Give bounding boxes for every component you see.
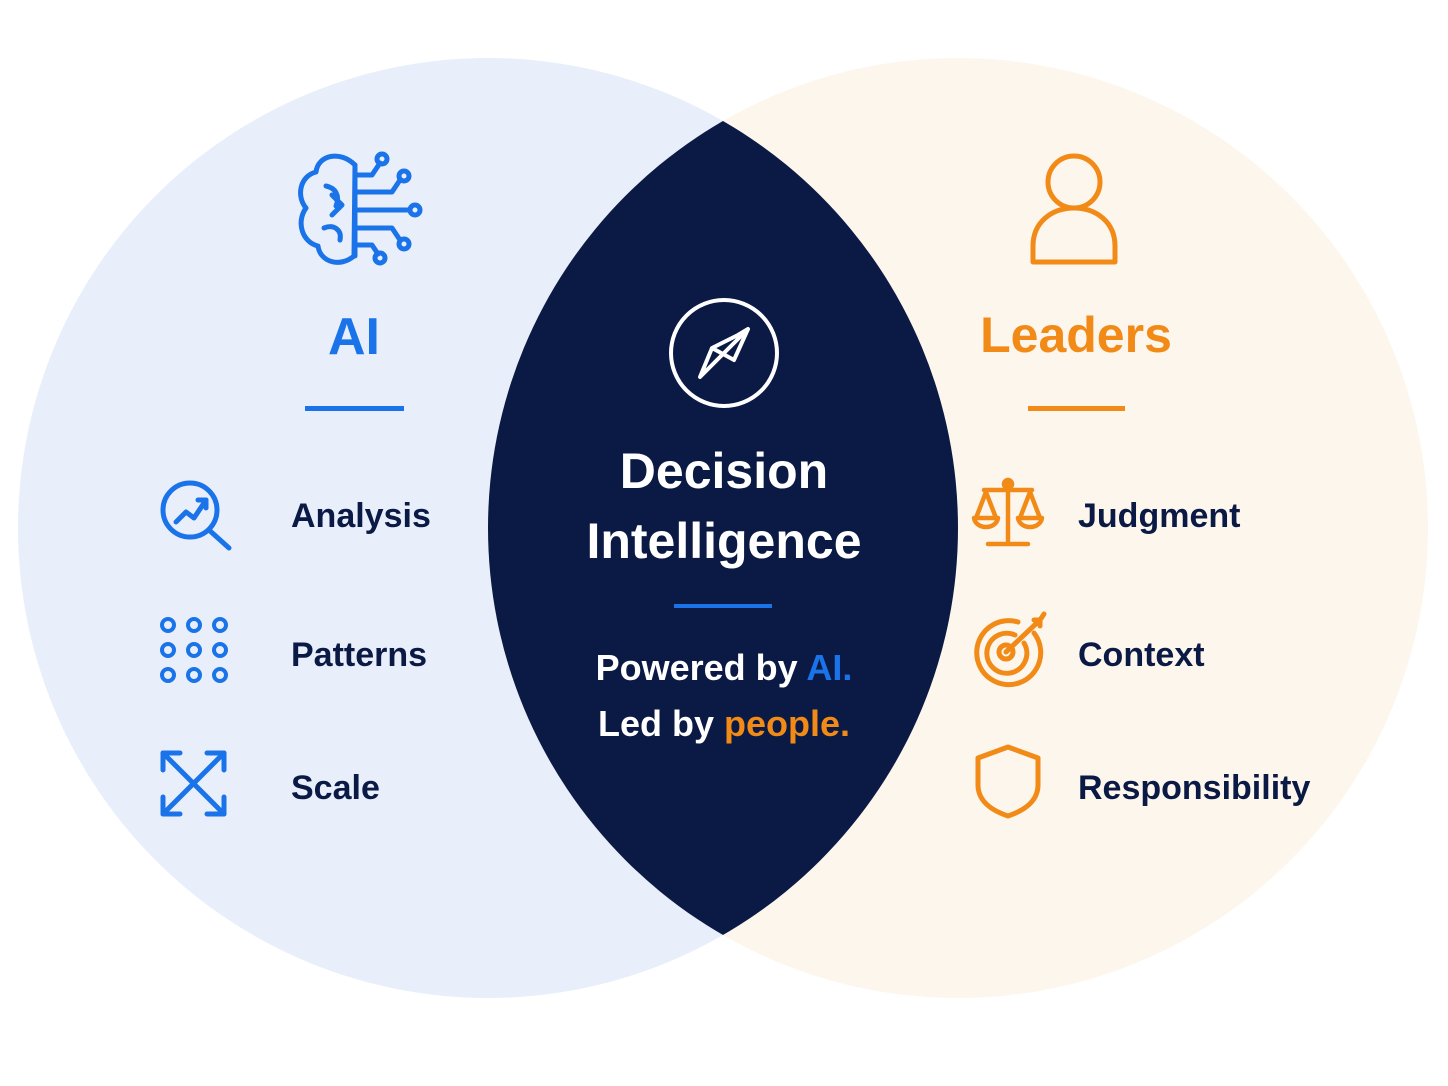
leaders-title-underline xyxy=(1028,406,1125,411)
center-underline xyxy=(674,604,772,608)
tagline-powered: Powered by AI. xyxy=(596,647,853,688)
center-title-line2: Intelligence xyxy=(586,513,861,569)
ai-title: AI xyxy=(328,308,380,366)
context-label: Context xyxy=(1078,636,1205,674)
scales-icon xyxy=(971,477,1045,547)
tagline-powered-prefix: Powered by xyxy=(596,647,807,688)
intersection-lens xyxy=(488,58,958,998)
responsibility-label: Responsibility xyxy=(1078,769,1310,807)
dot-grid-icon xyxy=(160,617,228,683)
patterns-label: Patterns xyxy=(291,636,427,674)
expand-arrows-icon xyxy=(160,750,227,817)
brain-circuit-icon xyxy=(298,151,423,266)
judgment-label: Judgment xyxy=(1078,497,1240,535)
tagline-led: Led by people. xyxy=(598,703,850,744)
center-title-line1: Decision xyxy=(620,443,828,499)
leaders-title: Leaders xyxy=(980,307,1172,363)
shield-icon xyxy=(975,744,1041,819)
target-icon xyxy=(974,611,1047,688)
tagline-led-highlight: people. xyxy=(724,703,850,744)
tagline-powered-highlight: AI. xyxy=(806,647,852,688)
scale-label: Scale xyxy=(291,769,380,807)
ai-title-underline xyxy=(305,406,404,411)
person-icon xyxy=(1030,153,1118,265)
compass-icon xyxy=(669,298,779,408)
analysis-label: Analysis xyxy=(291,497,431,535)
magnifier-chart-icon xyxy=(160,480,232,551)
tagline-led-prefix: Led by xyxy=(598,703,724,744)
